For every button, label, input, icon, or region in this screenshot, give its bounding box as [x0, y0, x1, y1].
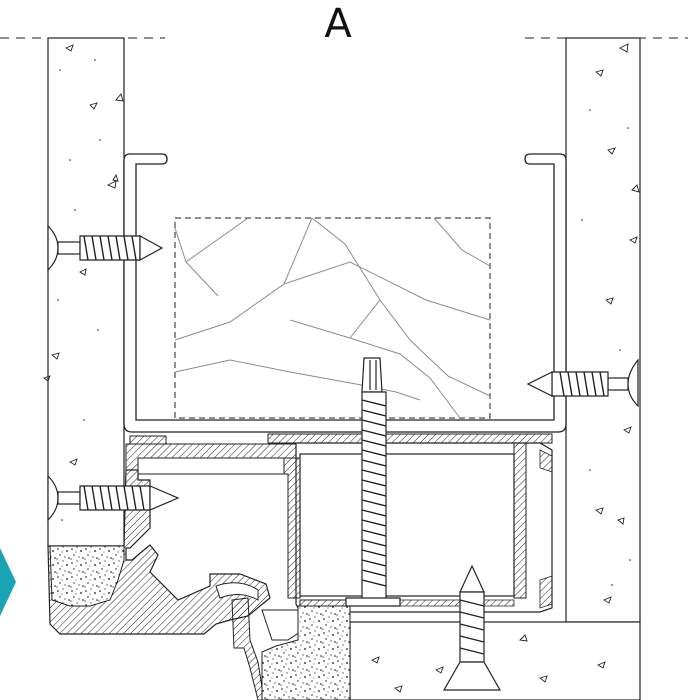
arrow-marker-icon	[0, 548, 16, 616]
insulation-block-icon	[174, 217, 491, 419]
steel-c-channel-icon	[123, 153, 567, 433]
self-drilling-screw-icon	[345, 357, 502, 691]
section-label: A	[324, 1, 352, 47]
concrete-wall-left-icon	[43, 37, 125, 547]
concrete-wall-right-icon	[565, 37, 641, 623]
sealant-foam-icon	[49, 545, 351, 700]
drywall-screw-icon	[47, 224, 639, 522]
